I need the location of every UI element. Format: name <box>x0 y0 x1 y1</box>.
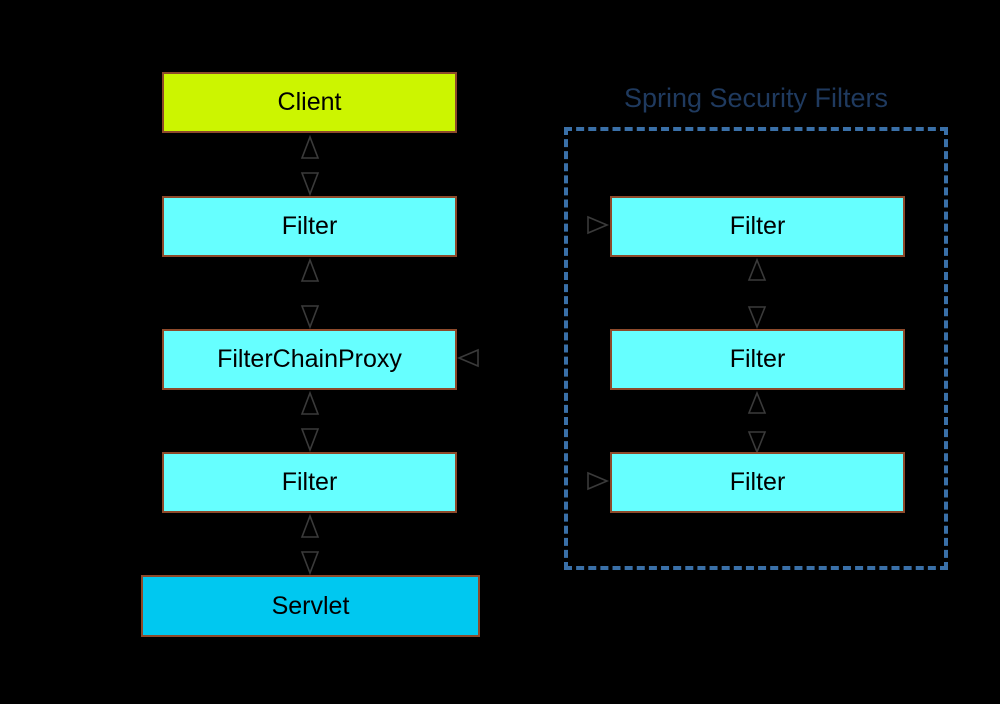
node-filter-bottom: Filter <box>162 452 457 513</box>
node-client: Client <box>162 72 457 133</box>
node-servlet: Servlet <box>141 575 480 637</box>
node-filter-top: Filter <box>162 196 457 257</box>
node-filter-bottom-label: Filter <box>281 468 338 496</box>
node-client-label: Client <box>277 88 342 116</box>
node-filter-chain-proxy: FilterChainProxy <box>162 329 457 390</box>
node-security-filter-3-label: Filter <box>729 468 786 496</box>
node-filter-chain-proxy-label: FilterChainProxy <box>217 345 402 373</box>
security-group-container <box>564 127 948 570</box>
security-group-title: Spring Security Filters <box>623 83 889 113</box>
node-security-filter-1: Filter <box>610 196 905 257</box>
arrow-left-icon <box>456 348 479 368</box>
arrow-up-icon <box>300 257 320 282</box>
arrow-down-icon <box>300 428 320 453</box>
arrow-down-icon <box>300 551 320 576</box>
node-security-filter-2: Filter <box>610 329 905 390</box>
arrow-up-icon <box>300 390 320 415</box>
arrow-up-icon <box>300 513 320 538</box>
node-security-filter-1-label: Filter <box>729 212 786 240</box>
node-security-filter-2-label: Filter <box>729 345 786 373</box>
node-servlet-label: Servlet <box>271 591 350 620</box>
arrow-down-icon <box>300 172 320 197</box>
node-security-filter-3: Filter <box>610 452 905 513</box>
arrow-down-icon <box>300 305 320 330</box>
node-filter-top-label: Filter <box>281 212 338 240</box>
arrow-up-icon <box>300 134 320 159</box>
